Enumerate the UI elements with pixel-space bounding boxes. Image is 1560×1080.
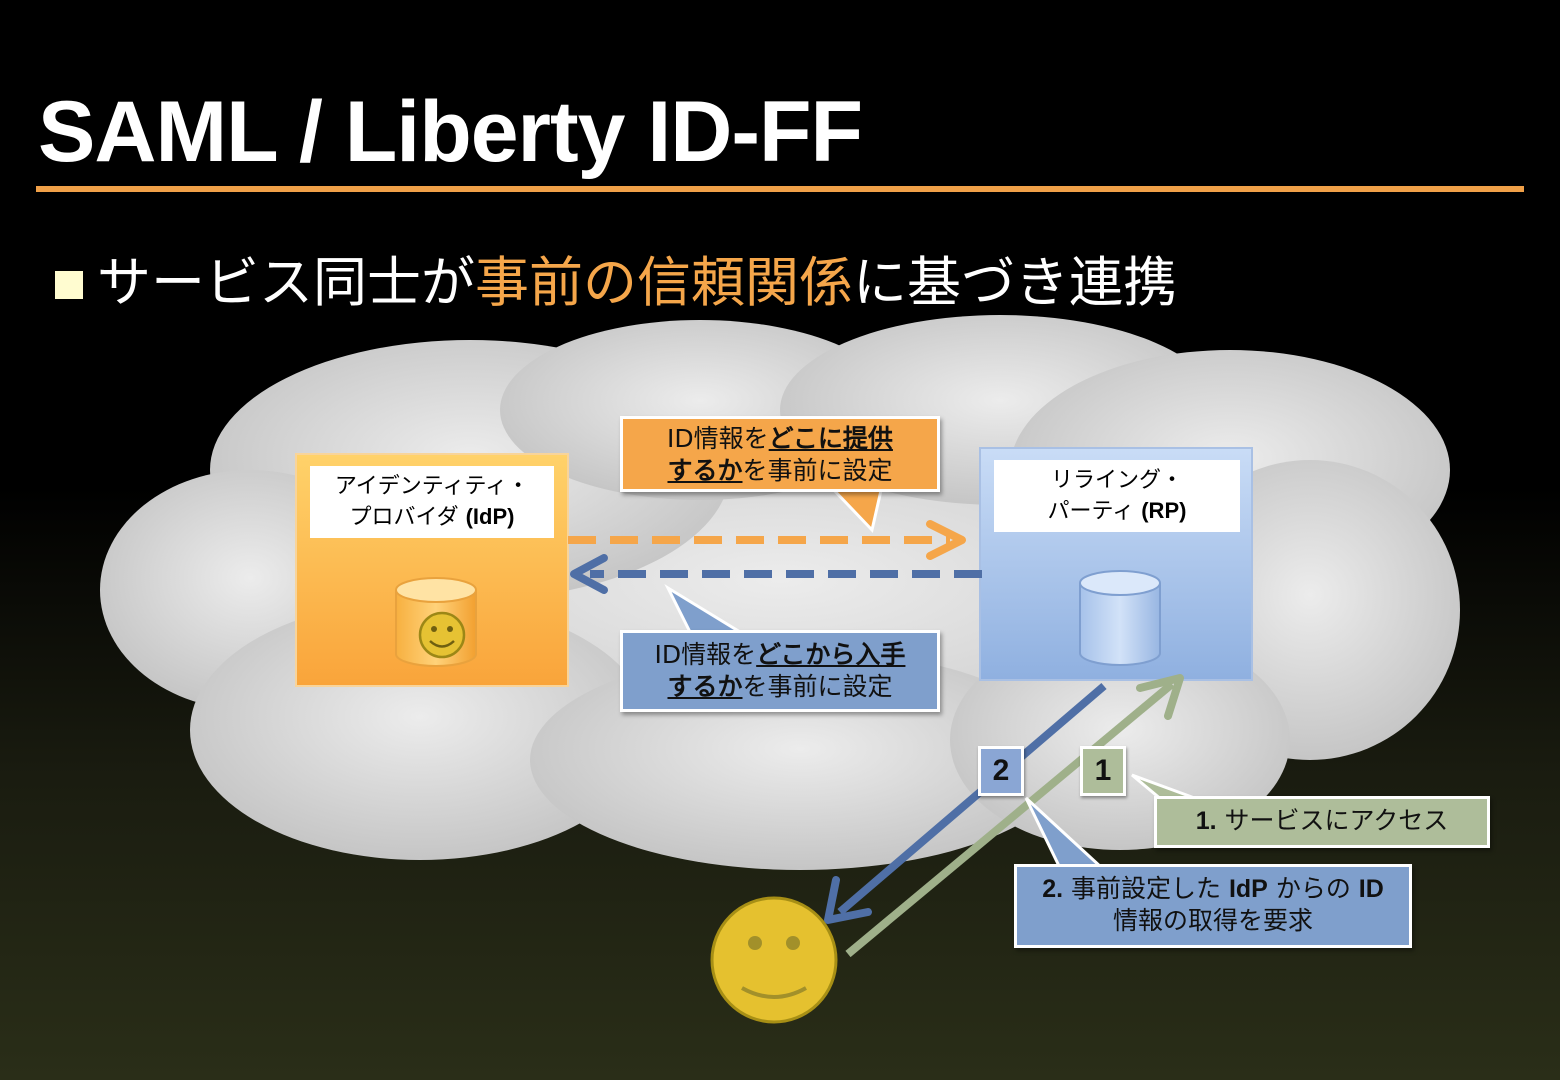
rp-label-line1: リライング・ <box>1050 468 1183 493</box>
callout-bottom-text1: ID情報を <box>654 640 757 669</box>
arrow-step1-user-to-rp <box>845 674 1184 958</box>
bullet-line: サービス同士が事前の信頼関係に基づき連携 <box>55 248 1177 318</box>
step2-note-id: ID <box>1358 875 1384 903</box>
bullet-text-highlight: 事前の信頼関係 <box>475 251 853 314</box>
step2-note-idp: IdP <box>1228 875 1268 903</box>
callout-top-emph1: どこに提供 <box>768 424 893 453</box>
rp-label: リライング・ パーティ (RP) <box>994 460 1240 532</box>
bullet-text-before: サービス同士が <box>97 251 475 314</box>
step2-note-text2: からの <box>1267 874 1359 903</box>
step1-badge: 1 <box>1080 746 1126 796</box>
callout-top-text1: ID情報を <box>667 424 769 453</box>
step2-note-line2: 情報の取得を要求 <box>1112 906 1313 935</box>
step2-note-text1: 事前設定した <box>1063 874 1229 903</box>
callout-top-emph2: するか <box>667 456 743 485</box>
slide-title: SAML / Liberty ID-FF <box>38 84 863 180</box>
arrow-rp-to-idp <box>570 554 982 594</box>
idp-label: アイデンティティ・ プロバイダ (IdP) <box>310 466 554 538</box>
idp-label-line1: アイデンティティ・ <box>334 474 530 499</box>
step2-note-num: 2. <box>1042 875 1064 903</box>
arrow-step2-rp-to-user <box>824 682 1107 924</box>
bullet-text-after: に基づき連携 <box>853 251 1177 314</box>
callout-obtain-config: ID情報をどこから入手 するかを事前に設定 <box>620 630 940 712</box>
step1-note-text: サービスにアクセス <box>1216 806 1449 835</box>
rp-abbrev: (RP) <box>1141 498 1187 523</box>
callout-provide-config: ID情報をどこに提供 するかを事前に設定 <box>620 416 940 492</box>
rp-label-line2: パーティ <box>1047 499 1142 524</box>
rp-database-icon <box>1079 570 1161 666</box>
step2-badge: 2 <box>978 746 1024 796</box>
square-bullet-icon <box>55 271 83 299</box>
idp-label-line2: プロバイダ <box>349 505 466 530</box>
idp-abbrev: (IdP) <box>465 504 515 529</box>
step1-note-num: 1. <box>1195 807 1217 835</box>
arrow-idp-to-rp <box>568 520 966 560</box>
step1-note: 1. サービスにアクセス <box>1154 796 1490 848</box>
step2-note: 2. 事前設定した IdP からの ID 情報の取得を要求 <box>1014 864 1412 948</box>
callout-bottom-text2: を事前に設定 <box>742 672 893 701</box>
callout-bottom-emph2: するか <box>667 672 743 701</box>
callout-top-text2: を事前に設定 <box>742 456 893 485</box>
user-smiley-icon <box>710 896 838 1024</box>
idp-smiley-icon <box>418 611 466 659</box>
callout-bottom-emph1: どこから入手 <box>756 640 906 669</box>
title-underline <box>36 186 1524 192</box>
